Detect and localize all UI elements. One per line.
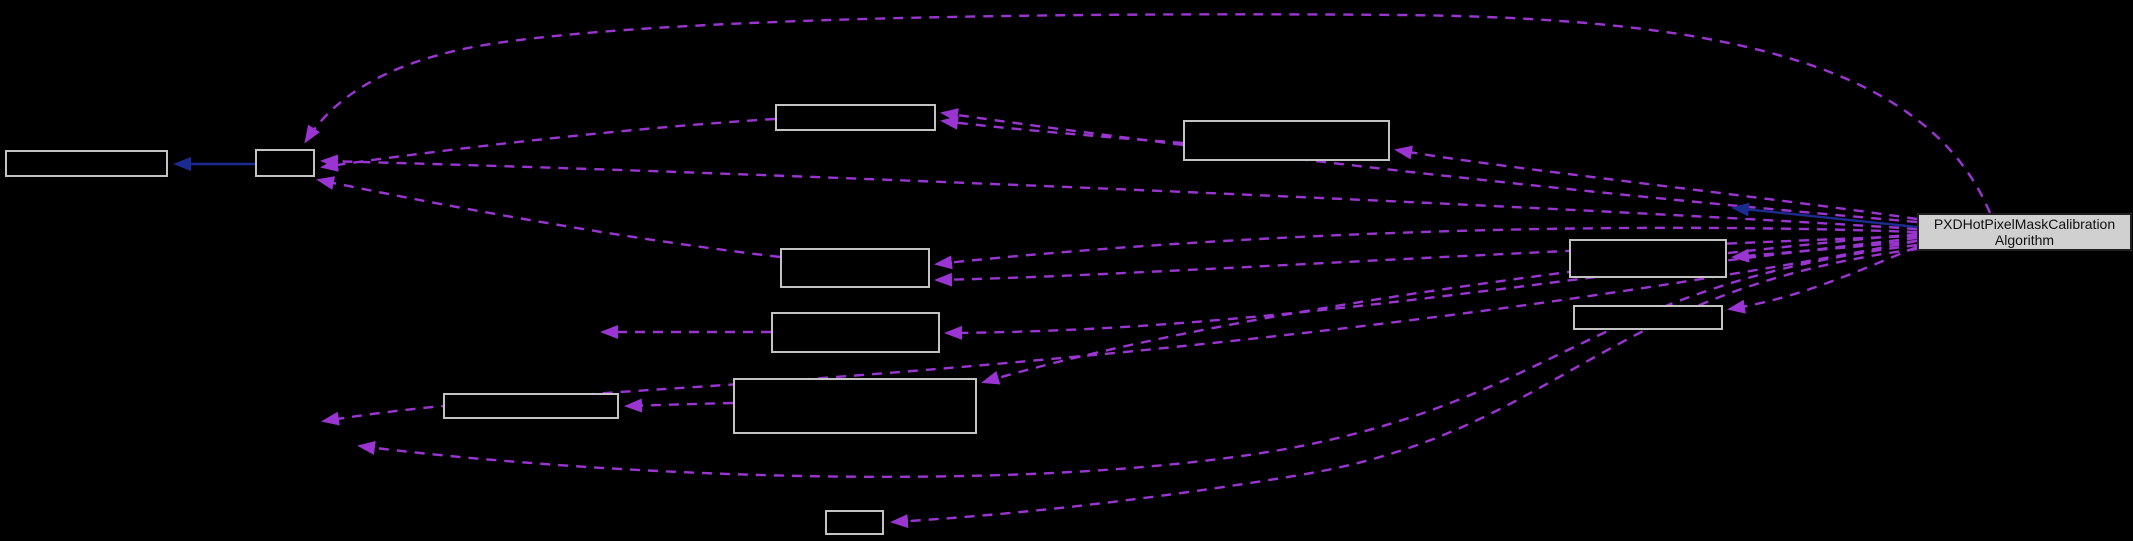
edge-main-n5-lower [934, 234, 1918, 287]
node-n7[interactable] [733, 378, 977, 434]
edge-main-hidden-inherit [1731, 202, 1918, 229]
node-n10[interactable] [1569, 239, 1727, 278]
edge-main-n2-toparc [304, 13, 1992, 214]
edge-n3-n2-lower [320, 117, 776, 172]
edge-n5-n2-corner [316, 176, 781, 259]
node-n11[interactable] [1573, 305, 1723, 330]
edge-n4-n3 [940, 115, 1184, 145]
edge-main-n4 [1394, 145, 1918, 221]
edge-main-n3 [940, 108, 1918, 224]
edge-main-n6 [944, 236, 1918, 340]
edge-main-hidden-b [357, 243, 1918, 479]
node-n6[interactable] [771, 312, 940, 353]
edge-main-n11 [1727, 245, 1918, 314]
node-n5[interactable] [780, 248, 930, 288]
node-n8[interactable] [443, 393, 619, 419]
edge-main-n5-upper [934, 226, 1918, 270]
node-n1[interactable] [5, 150, 168, 177]
edge-main-n2-upper [320, 154, 1918, 231]
edge-n7-n8 [624, 398, 734, 413]
edge-main-n7 [981, 232, 1918, 385]
node-n4[interactable] [1183, 120, 1390, 161]
node-main[interactable]: PXDHotPixelMaskCalibration Algorithm [1917, 213, 2132, 251]
edge-main-n9 [890, 247, 1918, 529]
edge-main-n10 [1731, 239, 1918, 263]
node-n2[interactable] [255, 149, 315, 177]
node-n3[interactable] [775, 104, 936, 131]
highlight-node-label: PXDHotPixelMaskCalibration Algorithm [1933, 216, 2116, 248]
node-n9[interactable] [825, 510, 884, 535]
